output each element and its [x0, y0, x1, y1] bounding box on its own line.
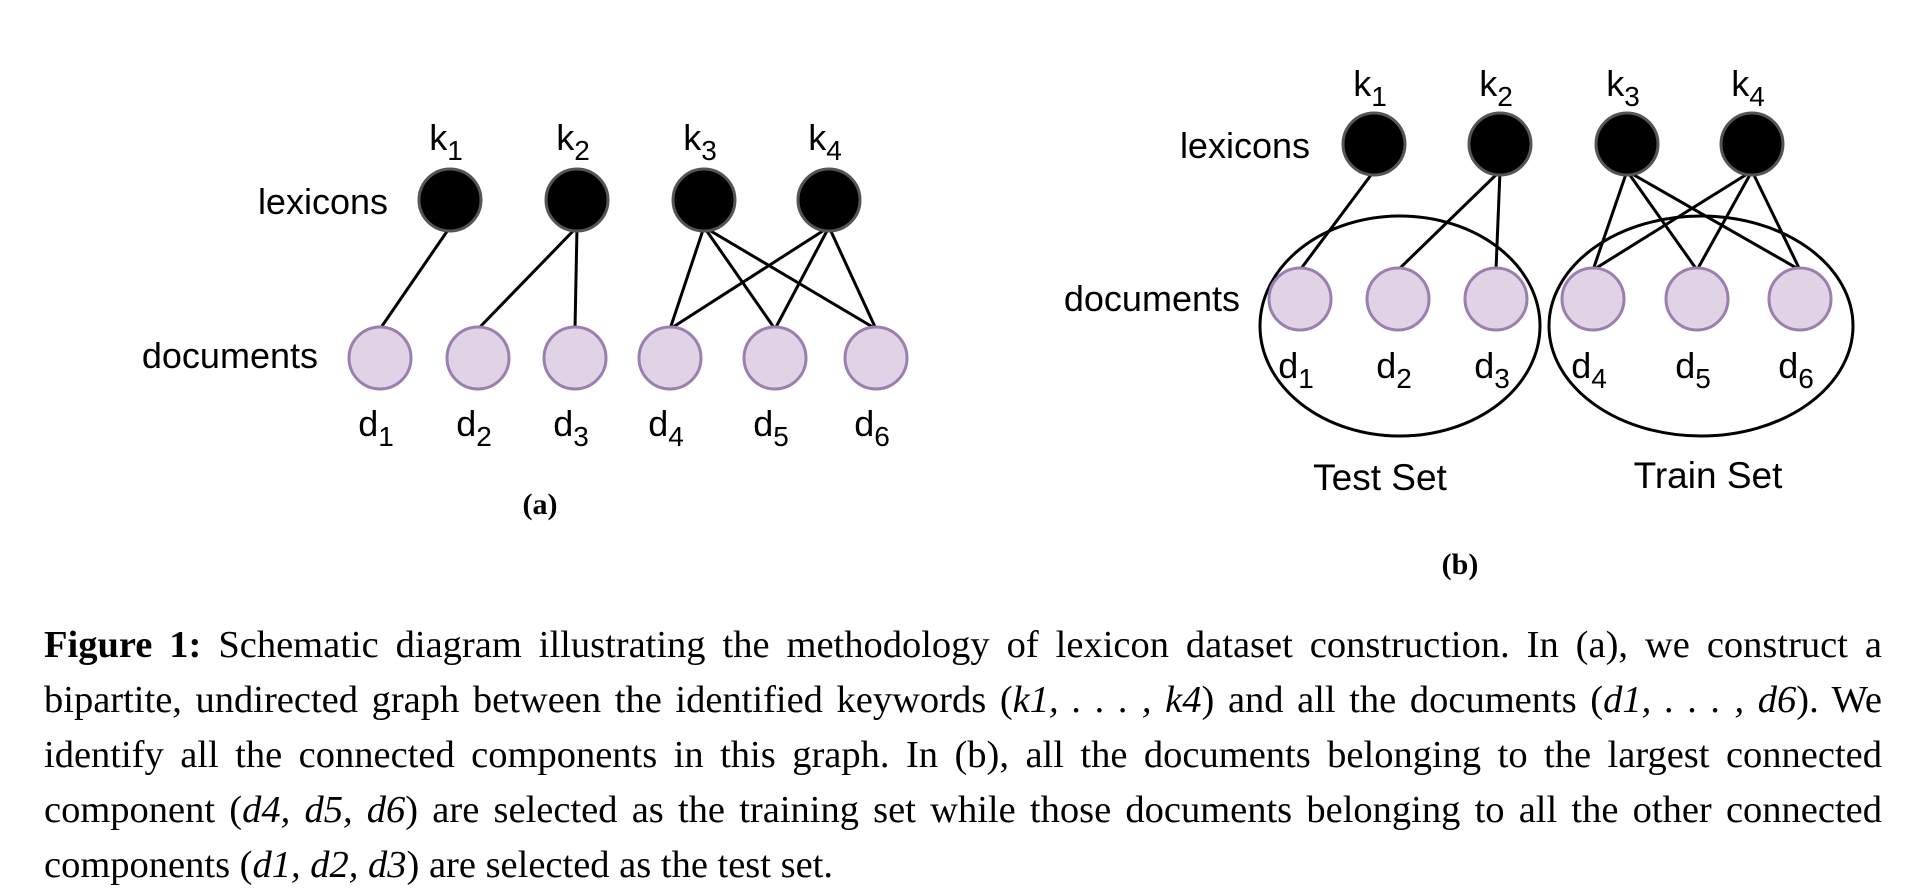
document-label-d4: d4: [648, 403, 684, 452]
caption-text-4: ) are selected as the training set while…: [44, 789, 1883, 886]
document-label-d6: d6: [854, 403, 890, 452]
panel-b-lexicons-label: lexicons: [1180, 125, 1310, 166]
caption-math-keywords: k1, . . . , k4: [1012, 679, 1202, 721]
caption-text-2: ) and all the documents (: [1201, 679, 1604, 721]
keyword-node-k3: [671, 167, 737, 233]
keyword-label-k2: k2: [556, 117, 590, 166]
panel-b-documents-label: documents: [1064, 278, 1240, 319]
keyword-label-k4: k4: [1731, 63, 1765, 112]
keyword-node-k2: [544, 167, 610, 233]
keyword-label-k4: k4: [808, 117, 842, 166]
caption-text-3: ). We identify all the connected compone…: [44, 679, 1882, 831]
test-set-label: Test Set: [1313, 457, 1447, 498]
document-node-d4: [637, 325, 703, 391]
keyword-label-k1: k1: [1353, 63, 1387, 112]
edge-k3-d5: [1625, 170, 1699, 271]
keyword-label-k3: k3: [683, 117, 717, 166]
document-node-d2: [1365, 266, 1431, 332]
edge-k4-d4: [669, 225, 830, 331]
document-label-d2: d2: [456, 403, 492, 452]
panel-a-edges: [378, 225, 878, 331]
document-node-d5: [742, 325, 808, 391]
edge-k2-d3: [1494, 170, 1502, 271]
edge-k1-d1: [378, 226, 452, 330]
edge-k2-d2: [476, 225, 579, 331]
document-label-d1: d1: [358, 403, 394, 452]
keyword-label-k3: k3: [1606, 63, 1640, 112]
edge-k3-d4: [668, 226, 706, 330]
document-node-d6: [1767, 266, 1833, 332]
document-node-d6: [843, 325, 909, 391]
document-label-d4: d4: [1571, 345, 1607, 394]
test-set-ellipse: [1258, 214, 1542, 438]
keyword-node-k3: [1594, 111, 1660, 177]
document-label-d2: d2: [1376, 345, 1412, 394]
edge-k2-d2: [1396, 169, 1502, 272]
document-node-d5: [1664, 266, 1730, 332]
document-label-d3: d3: [553, 403, 589, 452]
panel-a-documents-label: documents: [142, 335, 318, 376]
caption-math-documents: d1, . . . , d6: [1603, 679, 1797, 721]
caption-text-1: Schematic diagram illustrating the metho…: [44, 624, 1882, 721]
edge-k3-d4: [1591, 170, 1629, 271]
panel-b-label: (b): [1442, 548, 1479, 581]
edge-k3-d6: [703, 225, 877, 331]
keyword-node-k1: [1341, 111, 1407, 177]
keyword-label-k2: k2: [1479, 63, 1513, 112]
edge-k4-d5: [1695, 170, 1754, 271]
edge-k4-d6: [1750, 170, 1802, 271]
edge-k2-d3: [573, 226, 579, 330]
panel-b-documents: d1 d2 d3 d4 d5 d6: [1267, 266, 1833, 394]
document-label-d5: d5: [753, 403, 789, 452]
caption-math-train-docs: d4, d5, d6: [242, 789, 406, 831]
document-label-d6: d6: [1778, 345, 1814, 394]
document-node-d4: [1560, 266, 1626, 332]
panel-a-documents: d1 d2 d3 d4 d5 d6: [347, 325, 909, 452]
edge-k4-d4: [1592, 169, 1753, 272]
train-set-label: Train Set: [1634, 455, 1783, 496]
document-node-d3: [542, 325, 608, 391]
panel-b-edges: [1298, 169, 1802, 272]
panel-b: k1 k2 k3 k4 d1 d2 d3 d4 d5 d6 lexicons documents…: [1064, 63, 1855, 581]
caption-text-5: ) are selected as the test set.: [406, 844, 834, 886]
caption-math-test-docs: d1, d2, d3: [252, 844, 407, 886]
edge-k1-d1: [1298, 170, 1376, 271]
panel-b-keywords: k1 k2 k3 k4: [1341, 63, 1785, 177]
keyword-node-k1: [417, 167, 483, 233]
panel-a-lexicons-label: lexicons: [258, 181, 388, 222]
document-label-d3: d3: [1474, 345, 1510, 394]
document-node-d1: [1267, 266, 1333, 332]
edge-k3-d5: [702, 226, 777, 330]
document-label-d1: d1: [1278, 345, 1314, 394]
keyword-label-k1: k1: [429, 117, 463, 166]
document-node-d1: [347, 325, 413, 391]
edge-k4-d6: [827, 226, 878, 330]
keyword-node-k4: [796, 167, 862, 233]
lexicon-dataset-diagram: k1 k2 k3 k4 d1 d2 d3 d4 d5 d6 lexicons documents…: [142, 63, 1855, 581]
panel-a: k1 k2 k3 k4 d1 d2 d3 d4 d5 d6 lexicons documents…: [142, 117, 909, 521]
train-set-ellipse: [1547, 214, 1855, 438]
caption-label: Figure 1:: [44, 624, 202, 666]
document-node-d3: [1463, 266, 1529, 332]
document-label-d5: d5: [1675, 345, 1711, 394]
panel-a-keywords: k1 k2 k3 k4: [417, 117, 862, 233]
document-node-d2: [445, 325, 511, 391]
keyword-node-k4: [1719, 111, 1785, 177]
figure-caption: Figure 1: Schematic diagram illustrating…: [44, 618, 1882, 893]
edge-k3-d6: [1626, 169, 1801, 272]
edge-k4-d5: [773, 226, 831, 330]
keyword-node-k2: [1467, 111, 1533, 177]
panel-a-label: (a): [523, 488, 558, 521]
